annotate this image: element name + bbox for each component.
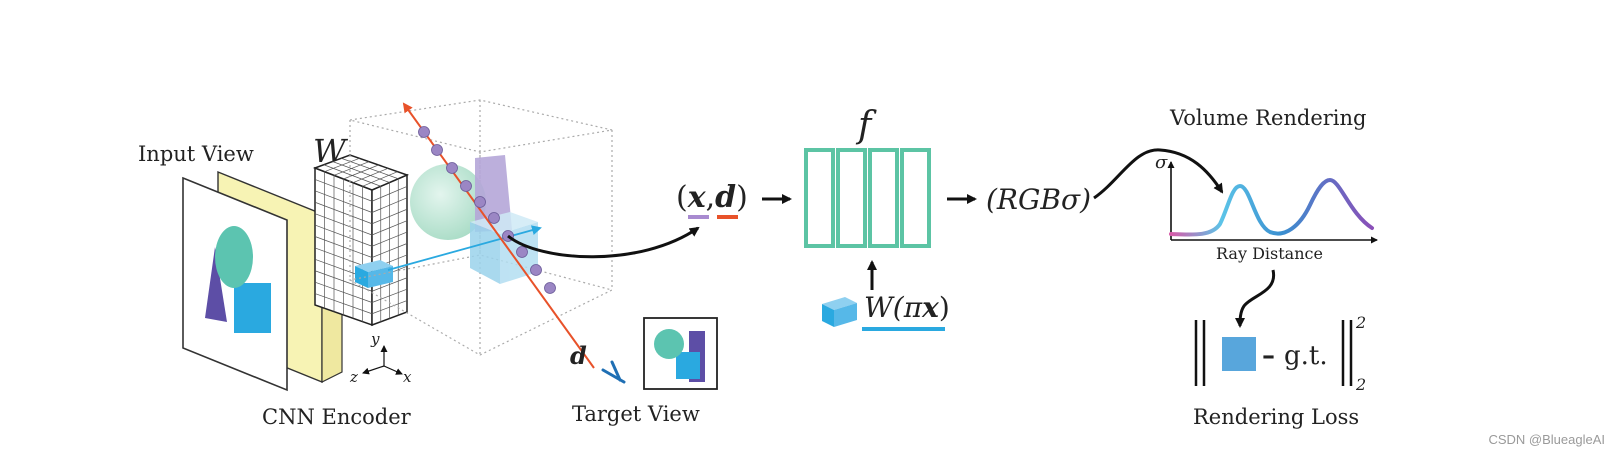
input-view-group: Input View: [138, 142, 343, 392]
svg-text:(x,d): (x,d): [676, 180, 748, 215]
xd-x-symbol: x: [687, 180, 707, 215]
feature-grid-lines: [314, 157, 408, 322]
input-xd: (x,d): [676, 180, 748, 219]
input-shape-square: [234, 283, 271, 333]
input-view-label: Input View: [138, 142, 254, 166]
feature-cell-highlight-front: [355, 266, 368, 288]
svg-text:W(πx): W(πx): [864, 291, 950, 324]
feature-volume-W: W: [312, 132, 410, 327]
axis-y-label: y: [370, 330, 380, 348]
sample-to-input-arrow: [507, 226, 700, 259]
loss-minus: –: [1262, 341, 1275, 371]
sigma-axis-label: σ: [1155, 152, 1168, 173]
view-direction-d-label: d: [570, 341, 587, 370]
ray-sample-point: [530, 264, 542, 276]
wpix-x-symbol: x: [921, 291, 939, 324]
volume-rendering-label: Volume Rendering: [1169, 106, 1367, 130]
scene-purple-slab: [475, 155, 512, 232]
ray-sample-point: [418, 126, 430, 138]
axis-z-label: z: [349, 368, 358, 386]
density-plot: [1167, 161, 1378, 244]
rgb-sigma-label: (RGBσ): [986, 183, 1091, 216]
ray-sample-point: [431, 144, 443, 156]
ray-sample-point: [488, 212, 500, 224]
ray-sample-point: [544, 282, 556, 294]
target-view-thumbnail: [643, 317, 718, 390]
axes-triad: [362, 345, 403, 375]
loss-superscript: 2: [1355, 313, 1366, 332]
rendered-pixel-swatch: [1222, 337, 1256, 371]
rendering-loss-label: Rendering Loss: [1193, 405, 1359, 429]
ray-sample-point: [474, 196, 486, 208]
feature-cell-highlight: [355, 260, 393, 272]
cnn-encoder-label: CNN Encoder: [262, 405, 412, 429]
ray-sample-point: [446, 162, 458, 174]
render-to-loss-arrow: [1235, 269, 1276, 328]
loss-subscript: 2: [1355, 375, 1366, 394]
density-curve: [1169, 177, 1374, 237]
projection-arrow: [387, 225, 542, 271]
feature-cell-highlight-side: [368, 266, 393, 288]
feature-cube-icon: [822, 297, 857, 327]
mlp-f-label: f: [855, 105, 877, 146]
ray-sample-point: [460, 180, 472, 192]
ray-distance-label: Ray Distance: [1216, 244, 1323, 263]
wpix-close: ): [939, 291, 950, 324]
loss-gt: g.t.: [1284, 341, 1328, 371]
target-view-label: Target View: [572, 402, 700, 426]
input-shape-triangle: [205, 247, 227, 322]
xd-comma: ,: [706, 180, 716, 215]
xd-d-symbol: d: [715, 180, 736, 215]
wpix-prefix: W(π: [864, 291, 923, 324]
ray-sample-point: [516, 246, 528, 258]
watermark: CSDN @BlueagleAI: [1488, 432, 1605, 447]
xd-close-paren: ): [736, 180, 748, 215]
xd-open-paren: (: [676, 180, 688, 215]
output-to-render-arrow: [1093, 148, 1224, 200]
camera-icon: [601, 360, 626, 384]
mlp-f: [804, 148, 931, 248]
axis-x-label: x: [403, 368, 412, 386]
input-shape-ellipse: [215, 226, 253, 288]
rendering-loss-formula: [1194, 320, 1353, 386]
